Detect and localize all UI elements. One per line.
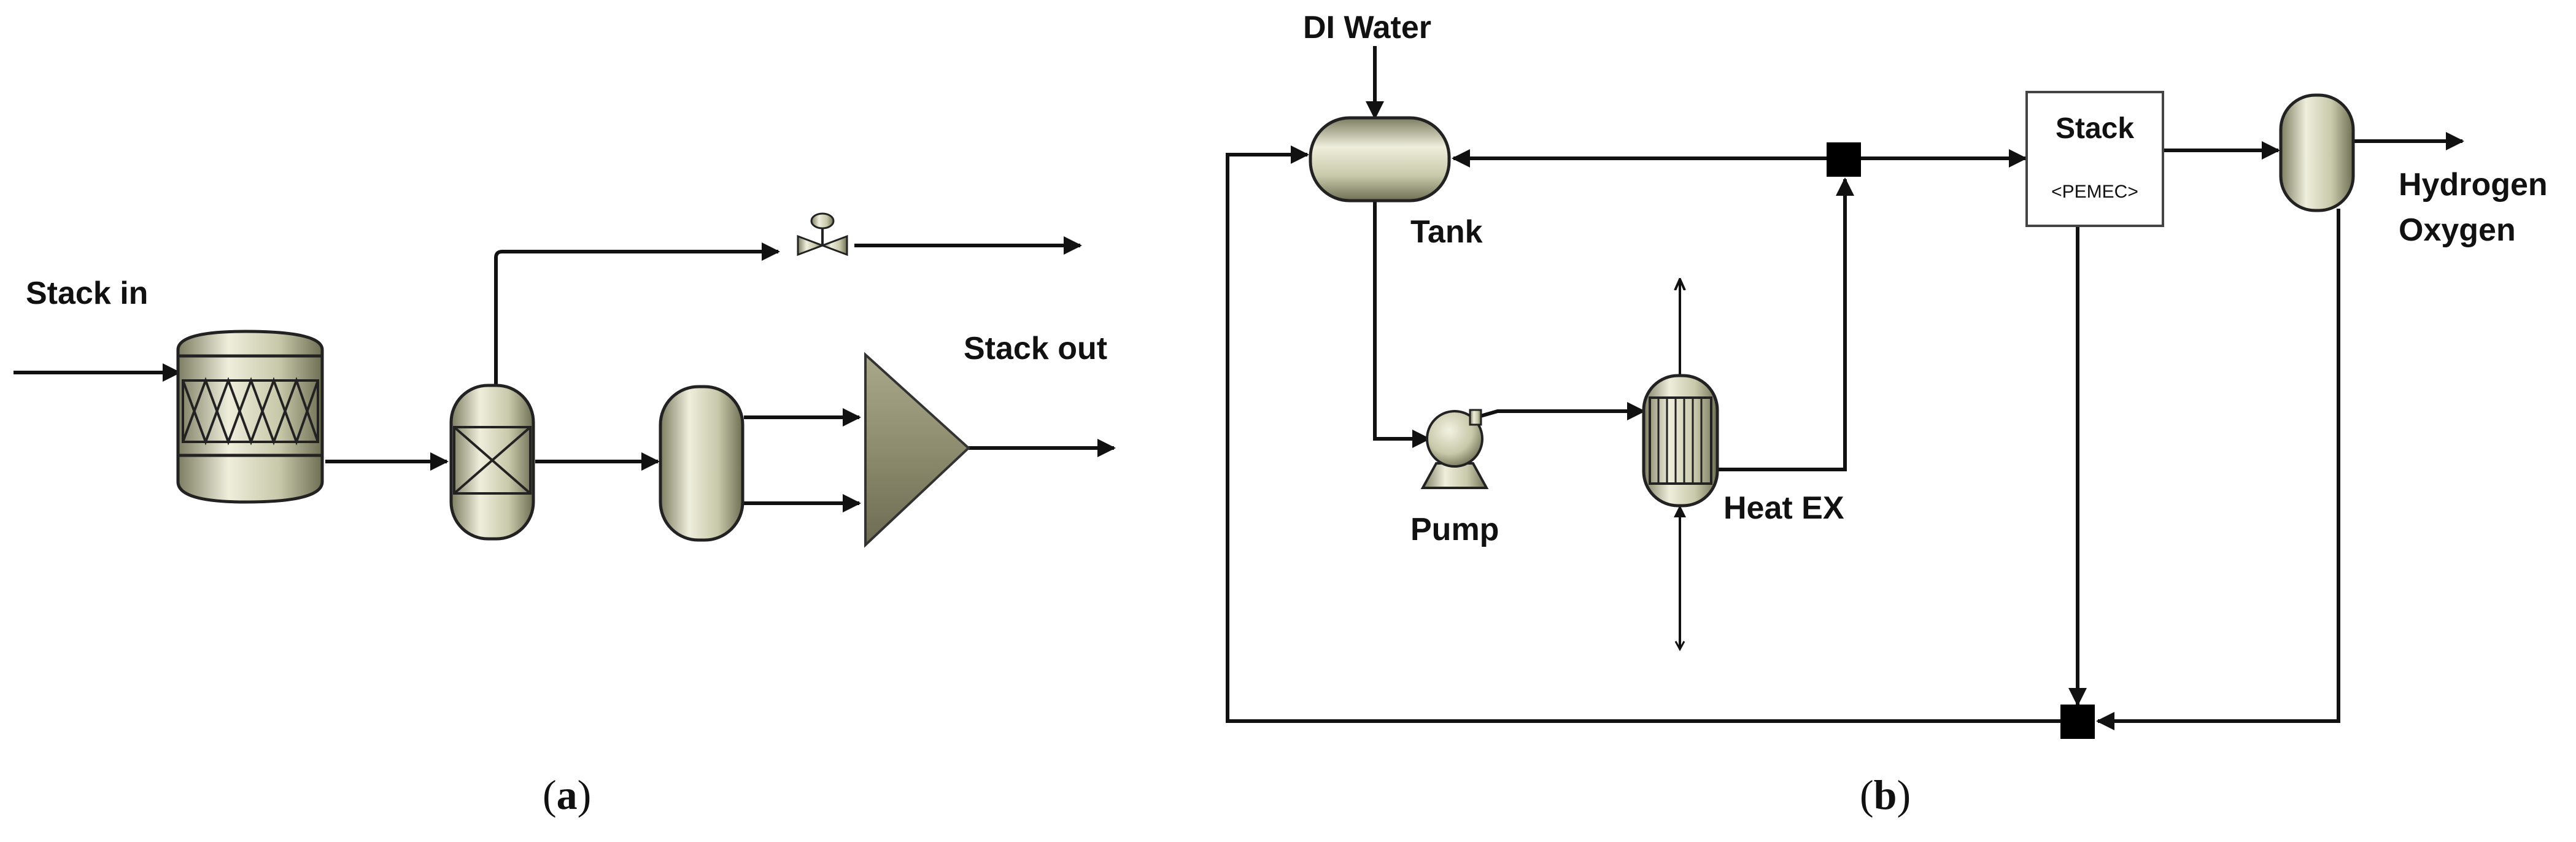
tank-drum — [1309, 116, 1451, 203]
utility-inlet-tip — [1674, 641, 1685, 652]
label-heat-ex: Heat EX — [1723, 490, 1844, 526]
label-pump: Pump — [1410, 512, 1499, 547]
stream-mixer-triangle — [864, 352, 970, 548]
pump — [1420, 409, 1489, 489]
label-stack-out: Stack out — [964, 331, 1107, 366]
stream-heat-ex-to-mixer — [1719, 177, 1854, 471]
label-tank: Tank — [1410, 214, 1483, 250]
label-oxygen: Oxygen — [2399, 212, 2516, 248]
stack-block-title: Stack — [2056, 112, 2134, 145]
separator-drum — [659, 385, 745, 542]
panel-a: Stack in Stack out (a) — [14, 212, 1116, 818]
heat-exchanger — [1642, 374, 1719, 508]
label-hydrogen: Hydrogen — [2399, 167, 2548, 203]
stream-tank-to-pump — [1373, 196, 1431, 448]
caption-a-letter: a — [557, 771, 578, 818]
stream-separator-to-recycle-mixer — [2096, 209, 2340, 730]
stream-column-overhead — [494, 242, 780, 385]
caption-b-letter: b — [1874, 771, 1897, 818]
mixer-top — [1827, 142, 1861, 177]
label-di-water: DI Water — [1303, 10, 1431, 45]
stream-recycle-to-tank — [1226, 145, 2062, 723]
gas-separator — [2279, 93, 2355, 212]
packed-reactor — [176, 330, 324, 504]
pressure-valve — [797, 212, 848, 257]
caption-a-close: ) — [578, 771, 592, 818]
caption-a-open: ( — [543, 771, 557, 818]
stream-pump-to-heat-ex — [1476, 402, 1646, 420]
flash-column — [449, 384, 535, 541]
caption-b: (b) — [1860, 771, 1911, 818]
label-stack-in: Stack in — [26, 276, 148, 311]
caption-b-close: ) — [1897, 771, 1911, 818]
stack-block: Stack <PEMEC> — [2025, 91, 2164, 227]
caption-b-open: ( — [1860, 771, 1874, 818]
caption-a: (a) — [543, 771, 591, 818]
stack-block-model: <PEMEC> — [2051, 182, 2138, 202]
panel-b: Stack <PEMEC> DI Water Tank Pump Heat EX… — [1226, 10, 2548, 818]
mixer-recycle — [2060, 705, 2095, 739]
